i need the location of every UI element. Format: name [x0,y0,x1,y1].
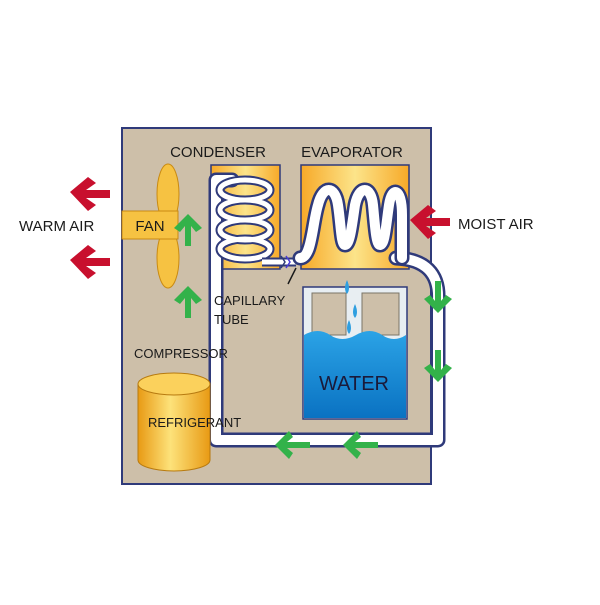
warm-air-arrow-icon [70,177,110,211]
moist-air-arrow-icon [410,205,450,239]
flow-arrow-left-icon [275,431,310,459]
water-tank [302,280,408,420]
flow-arrow-down-icon [424,350,452,382]
warm-air-label: WARM AIR [19,218,94,235]
water-body [304,331,406,418]
condenser-label: CONDENSER [170,144,266,161]
evaporator-coil [292,182,410,266]
condenser-coil [215,175,275,264]
capillary-label-line1: CAPILLARY [214,293,286,308]
capillary-label-line2: TUBE [214,312,249,327]
flow-arrow-left-icon [343,431,378,459]
compressor-tank [137,372,211,472]
water-drop [353,304,357,318]
fan-label: FAN [135,218,164,235]
water-drop [347,320,351,334]
warm-air-arrows [70,177,110,279]
compressor-label: COMPRESSOR [134,346,228,361]
flow-arrow-up-icon [174,214,202,246]
warm-air-arrow-icon [70,245,110,279]
water-drop [345,280,349,294]
flow-arrows [174,214,452,459]
water-label: WATER [319,373,389,395]
fan [121,163,180,289]
capillary-tube [262,255,297,285]
flow-arrow-down-icon [424,281,452,313]
refrigerant-label: REFRIGERANT [148,415,241,430]
flow-arrow-up-icon [174,286,202,318]
fan-label-box [121,210,179,240]
moist-air-label: MOIST AIR [458,216,534,233]
evaporator-label: EVAPORATOR [301,144,403,161]
